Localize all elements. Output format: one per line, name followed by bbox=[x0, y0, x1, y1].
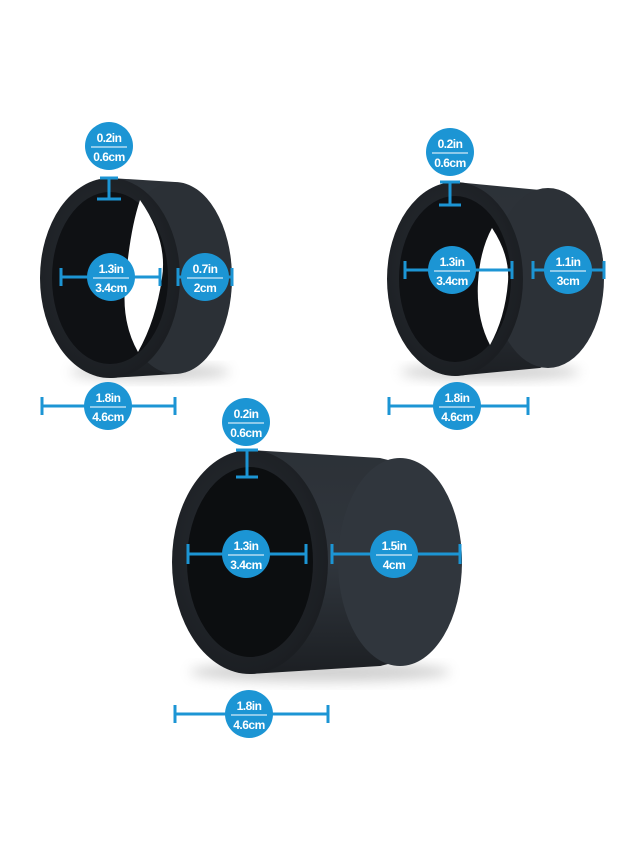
svg-text:0.2in: 0.2in bbox=[97, 131, 122, 145]
svg-text:3.4cm: 3.4cm bbox=[230, 558, 262, 572]
svg-text:0.6cm: 0.6cm bbox=[434, 156, 466, 170]
svg-text:3cm: 3cm bbox=[557, 274, 580, 288]
badge-small-outer: 1.8in 4.6cm bbox=[84, 382, 132, 430]
svg-text:1.1in: 1.1in bbox=[556, 255, 581, 269]
svg-text:1.8in: 1.8in bbox=[237, 699, 262, 713]
svg-text:1.8in: 1.8in bbox=[445, 391, 470, 405]
svg-text:3.4cm: 3.4cm bbox=[436, 274, 468, 288]
badge-large-inner: 1.3in 3.4cm bbox=[222, 530, 270, 578]
svg-text:0.2in: 0.2in bbox=[234, 407, 259, 421]
badge-large-wall: 0.2in 0.6cm bbox=[222, 398, 270, 446]
svg-text:4.6cm: 4.6cm bbox=[441, 410, 473, 424]
badge-small-inner: 1.3in 3.4cm bbox=[87, 253, 135, 301]
svg-text:3.4cm: 3.4cm bbox=[95, 281, 127, 295]
dimension-badges: 0.2in 0.6cm 1.3in 3.4cm 0.7in 2cm 1.8in … bbox=[84, 122, 592, 738]
svg-text:1.8in: 1.8in bbox=[96, 391, 121, 405]
svg-text:1.3in: 1.3in bbox=[99, 262, 124, 276]
svg-text:4.6cm: 4.6cm bbox=[233, 718, 265, 732]
badge-medium-wall: 0.2in 0.6cm bbox=[426, 128, 474, 176]
svg-text:4.6cm: 4.6cm bbox=[92, 410, 124, 424]
svg-text:0.6cm: 0.6cm bbox=[93, 150, 125, 164]
svg-text:1.3in: 1.3in bbox=[440, 255, 465, 269]
badge-small-wall: 0.2in 0.6cm bbox=[85, 122, 133, 170]
badge-large-width: 1.5in 4cm bbox=[370, 530, 418, 578]
svg-text:0.6cm: 0.6cm bbox=[230, 426, 262, 440]
badge-medium-inner: 1.3in 3.4cm bbox=[428, 246, 476, 294]
svg-text:1.5in: 1.5in bbox=[382, 539, 407, 553]
svg-text:2cm: 2cm bbox=[194, 281, 217, 295]
badge-medium-width: 1.1in 3cm bbox=[544, 246, 592, 294]
large-ring bbox=[172, 450, 462, 682]
svg-text:4cm: 4cm bbox=[383, 558, 406, 572]
svg-text:0.2in: 0.2in bbox=[438, 137, 463, 151]
badge-large-outer: 1.8in 4.6cm bbox=[225, 690, 273, 738]
badge-small-width: 0.7in 2cm bbox=[181, 253, 229, 301]
badge-medium-outer: 1.8in 4.6cm bbox=[433, 382, 481, 430]
svg-text:1.3in: 1.3in bbox=[234, 539, 259, 553]
svg-text:0.7in: 0.7in bbox=[193, 262, 218, 276]
